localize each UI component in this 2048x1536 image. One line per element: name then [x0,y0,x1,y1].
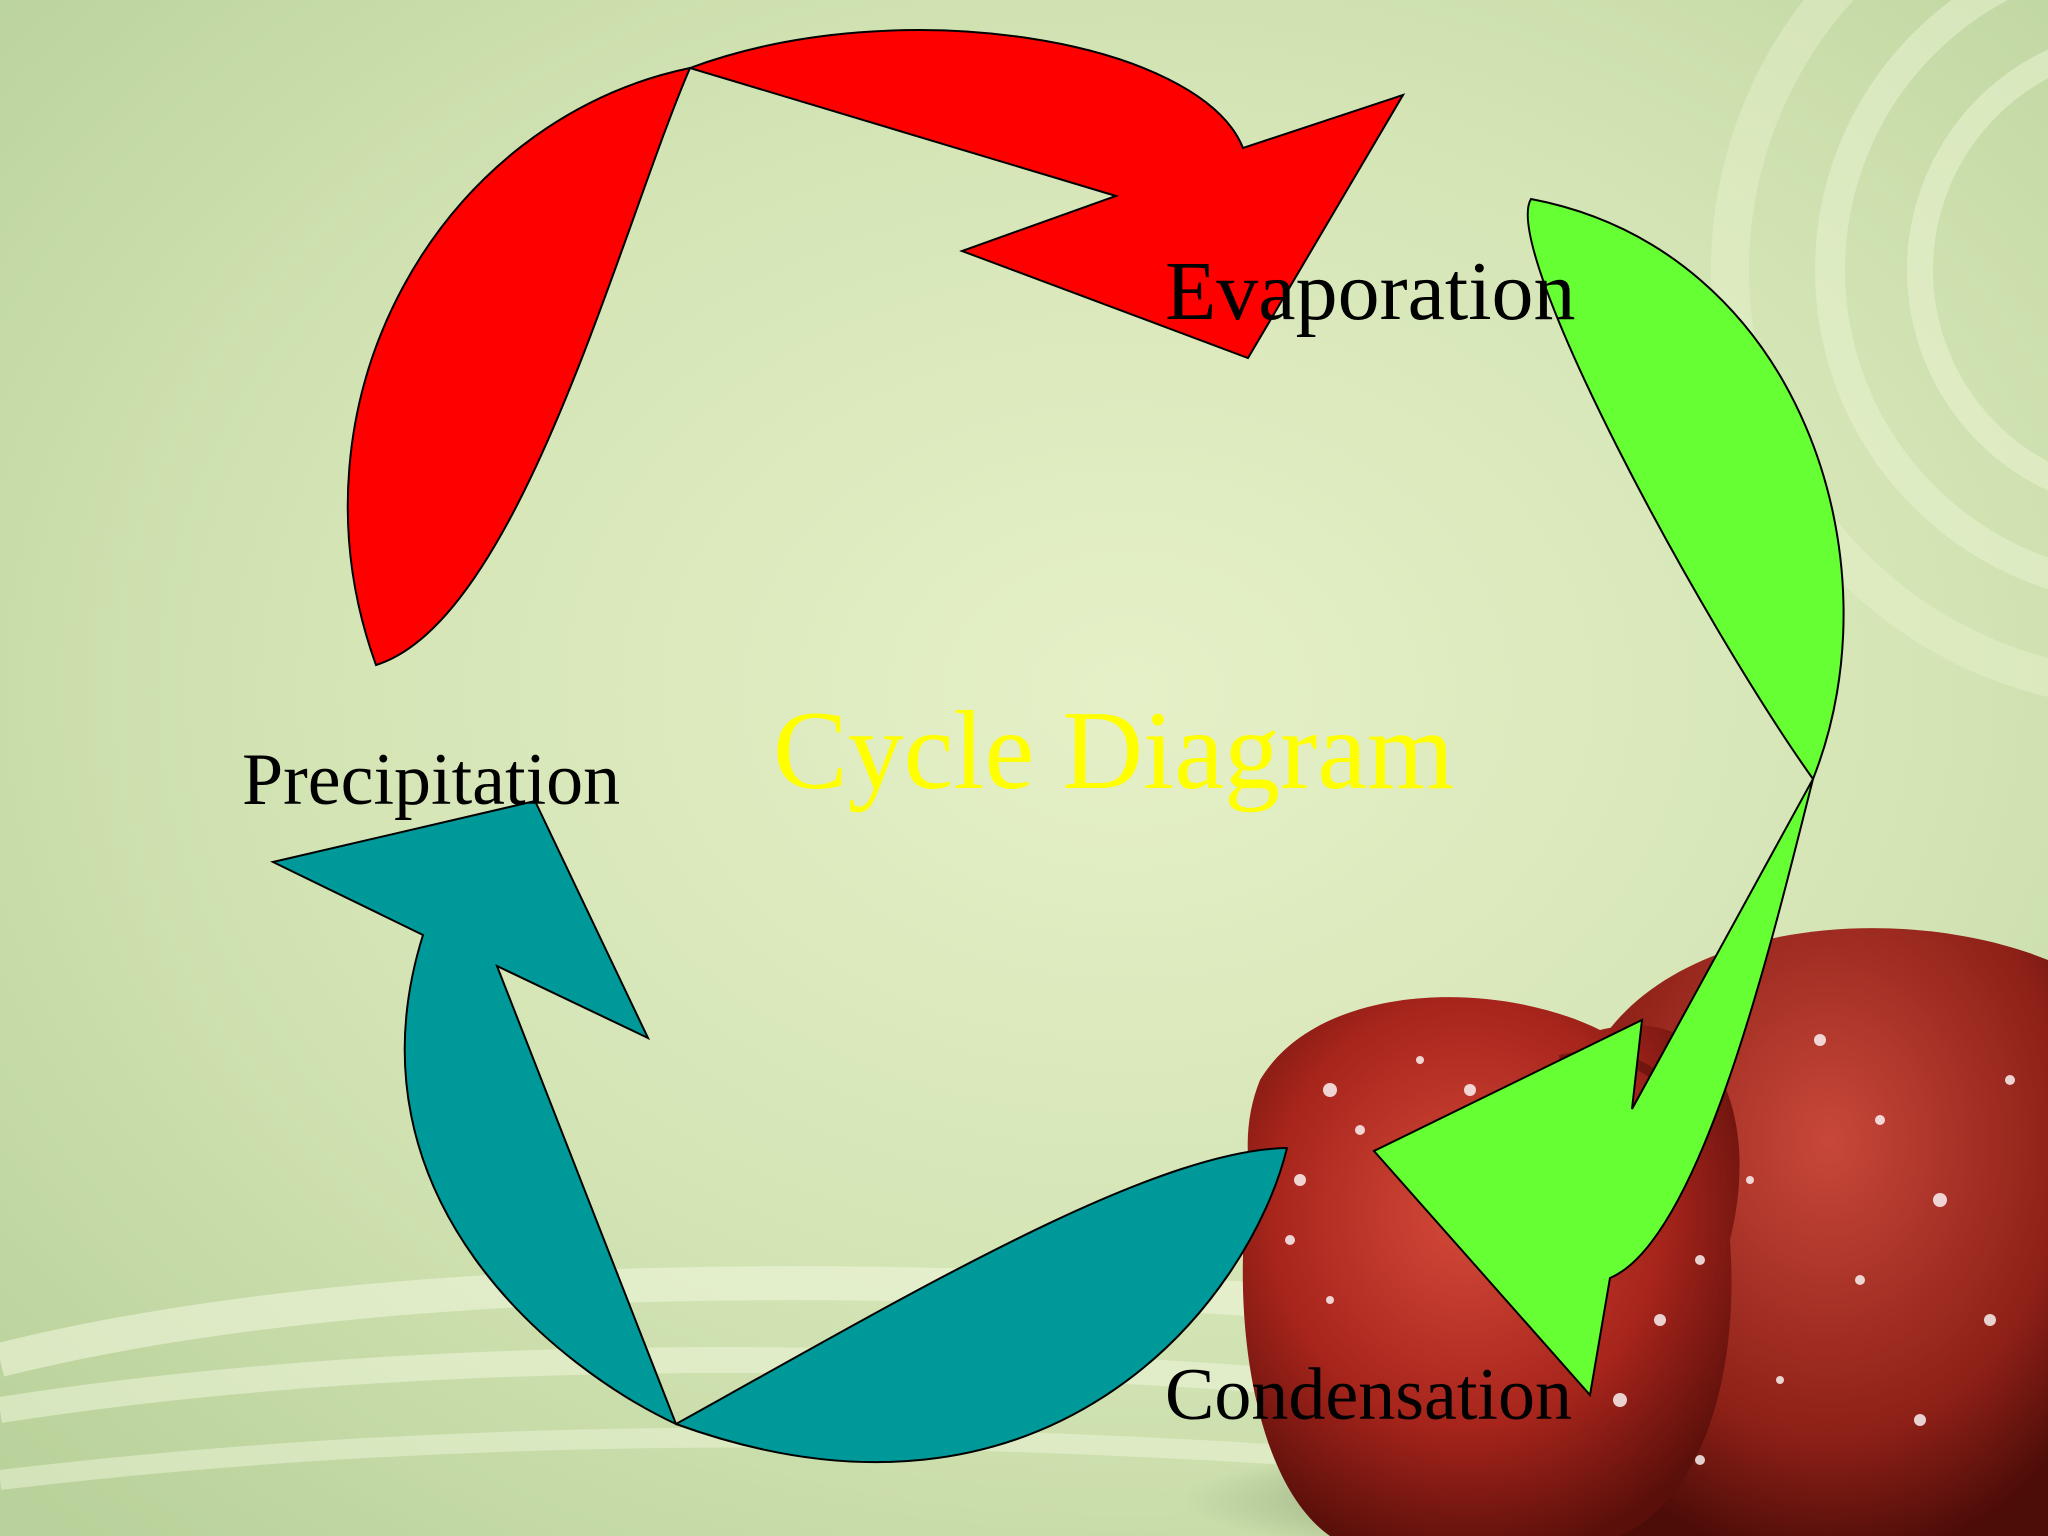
stage-label-precipitation: Precipitation [242,739,621,821]
stage-label-condensation: Condensation [1165,1354,1572,1436]
decorative-rings [1711,0,2048,697]
cycle-arrow-teal [270,799,1289,1464]
cycle-arrow-red [346,29,1406,667]
stage-label-evaporation: Evaporation [1165,245,1576,338]
cycle-arrow-green [1372,197,1845,1398]
diagram-title: Cycle Diagram [773,689,1455,813]
